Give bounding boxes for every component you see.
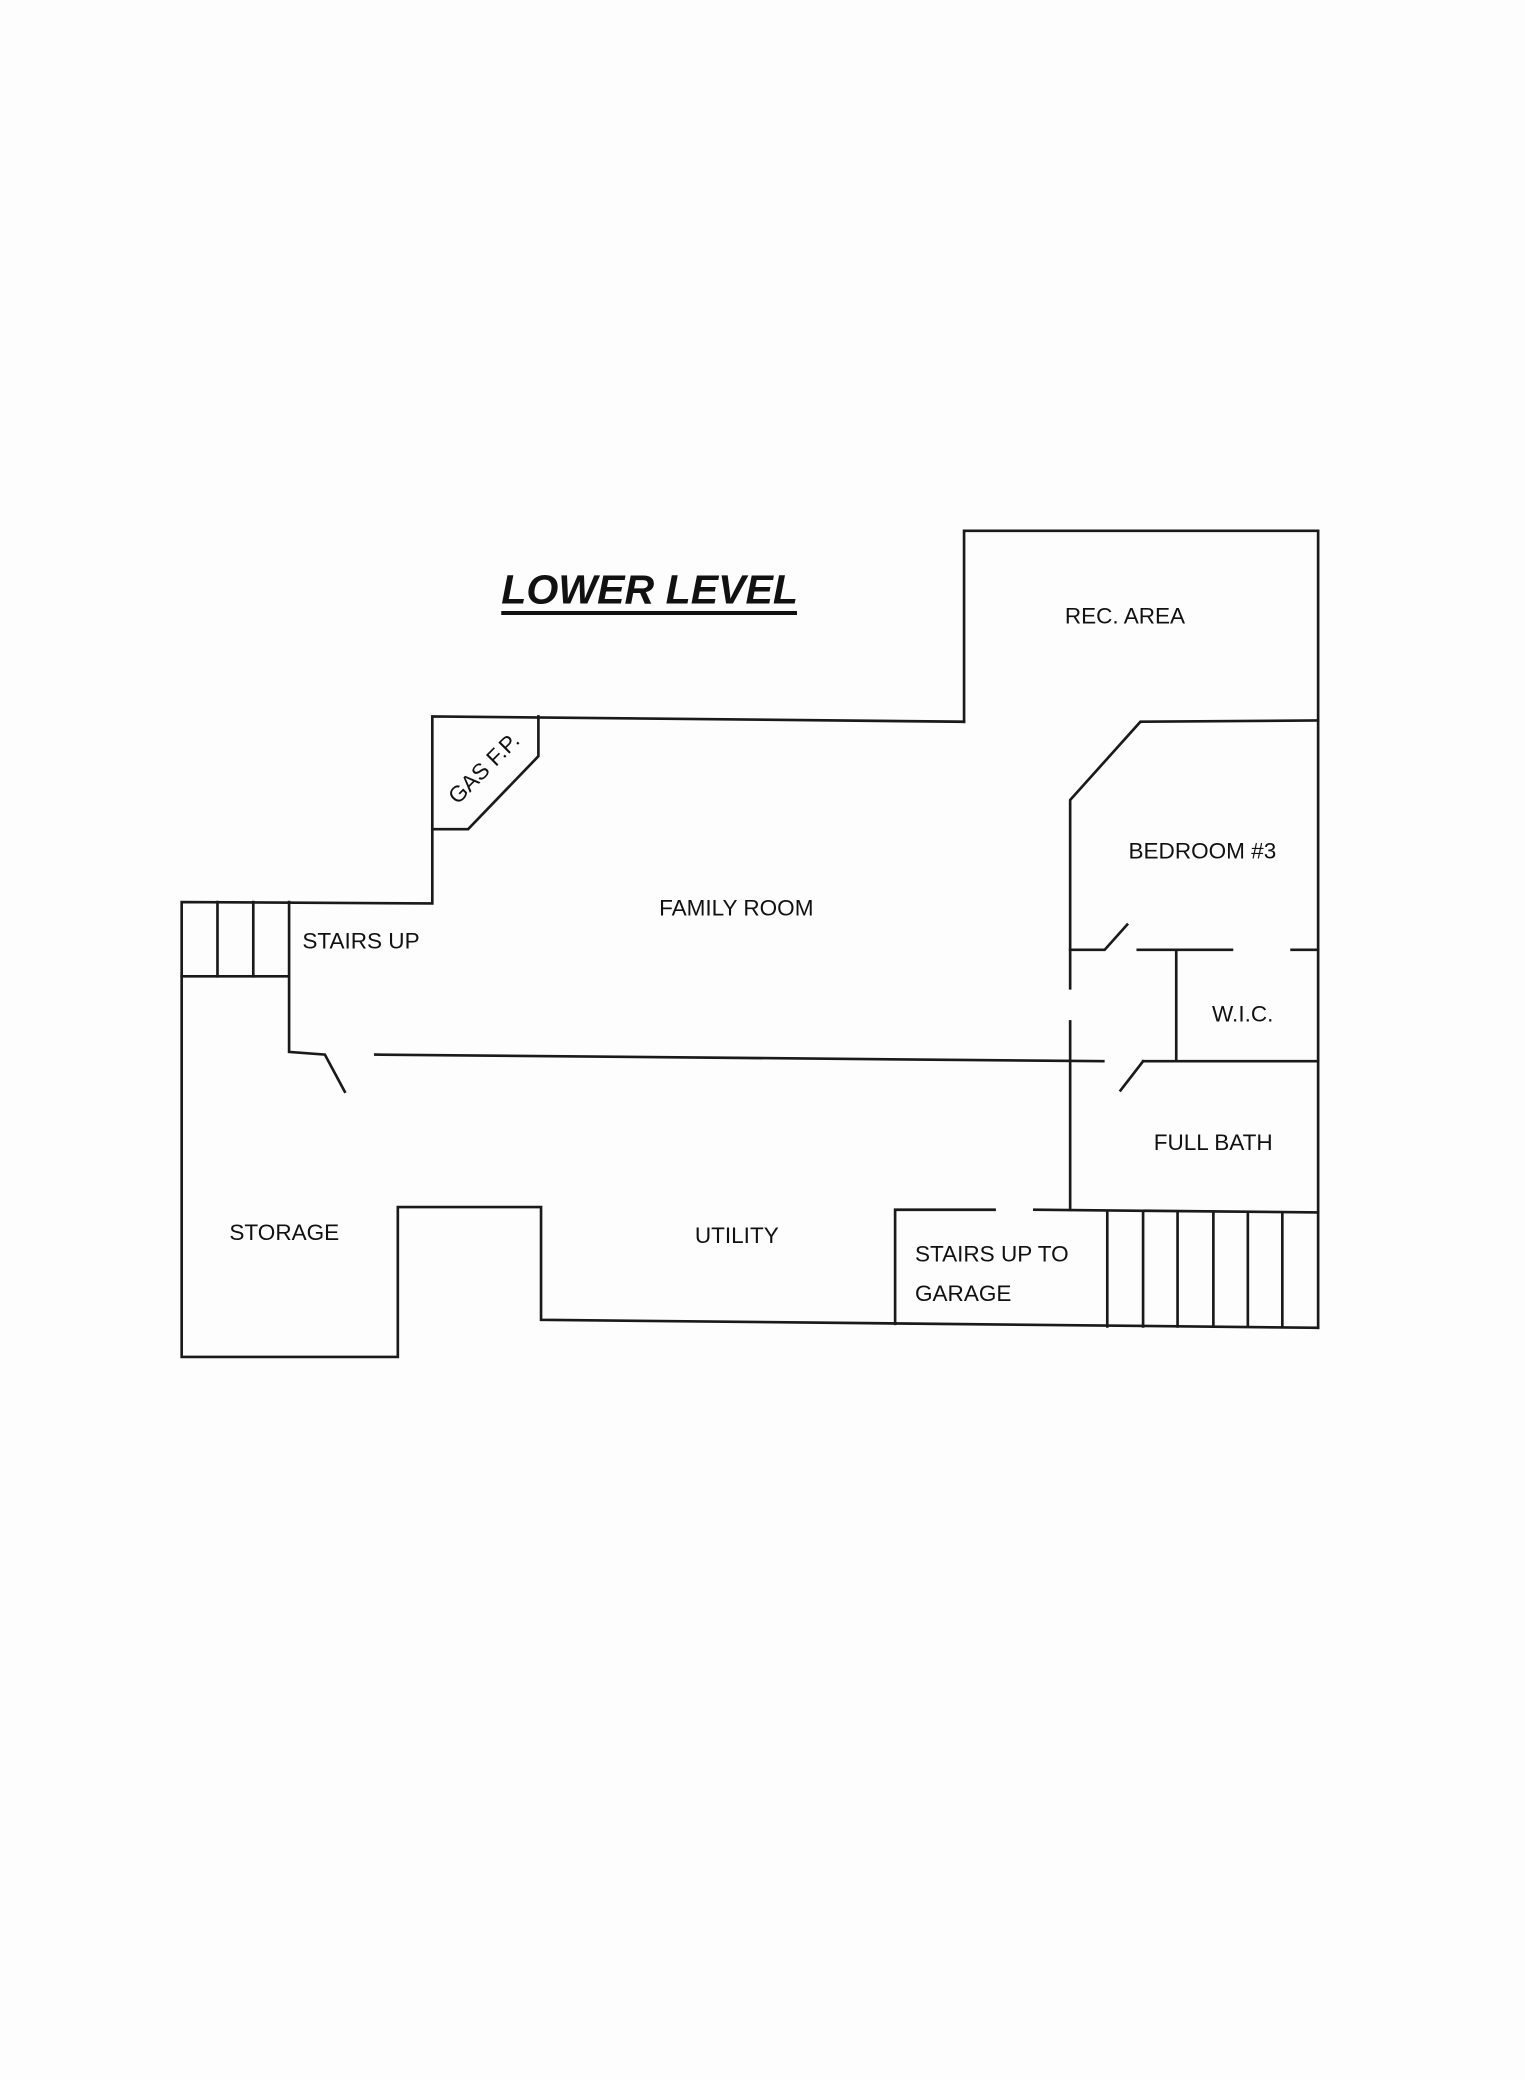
room-rec-area: REC. AREA — [1065, 604, 1185, 629]
room-family-room: FAMILY ROOM — [659, 895, 813, 920]
room-gas-fp: GAS F.P. — [443, 728, 524, 809]
room-stairs-garage-line2: GARAGE — [915, 1281, 1011, 1306]
room-storage: STORAGE — [229, 1220, 339, 1245]
room-utility: UTILITY — [695, 1223, 779, 1248]
room-bedroom-3: BEDROOM #3 — [1129, 838, 1277, 863]
plan-title: LOWER LEVEL — [501, 567, 798, 613]
room-stairs-garage-line1: STAIRS UP TO — [915, 1241, 1069, 1266]
room-wic: W.I.C. — [1212, 1001, 1273, 1026]
room-stairs-up: STAIRS UP — [302, 929, 419, 954]
walls — [180, 529, 1320, 1359]
room-full-bath: FULL BATH — [1154, 1130, 1273, 1155]
